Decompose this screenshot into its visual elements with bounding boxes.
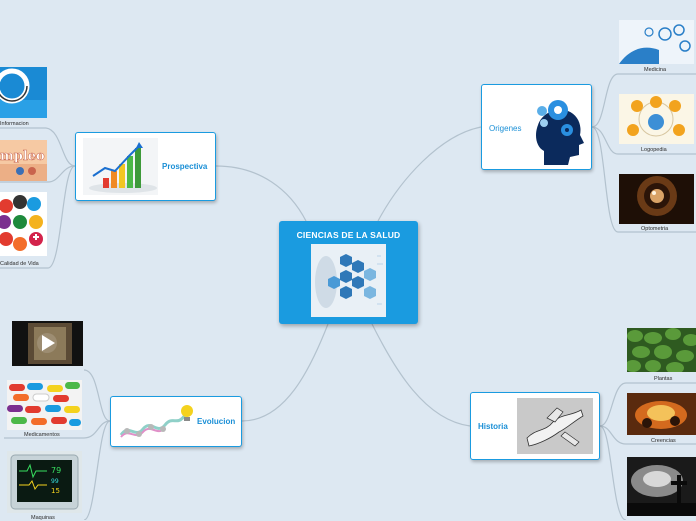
leaf-logopedia-label: Logopedia	[641, 147, 667, 153]
leaf-optometria-label: Optometria	[641, 226, 669, 232]
link-origenes-optometria	[591, 126, 619, 233]
head-gears-image	[530, 91, 585, 165]
leaf-plantas-label: Plantas	[654, 376, 673, 382]
link-prospectiva-empleo	[47, 165, 76, 183]
central-title: CIENCIAS DE LA SALUD	[296, 230, 401, 240]
branch-evolucion-label: Evolucion	[197, 417, 236, 426]
link-prospectiva-informacion	[45, 127, 76, 167]
link-evolucion-video	[83, 369, 111, 422]
svg-text:99: 99	[51, 478, 59, 485]
link-center-historia	[371, 323, 471, 427]
leaf-cross-image	[627, 457, 696, 516]
branch-historia[interactable]: Historia	[470, 392, 600, 460]
link-evolucion-medicamentos	[83, 420, 111, 439]
branch-prospectiva-label: Prospectiva	[162, 162, 208, 171]
leaf-informacion-label: Informacion	[0, 121, 29, 127]
leaf-video-thumbnail[interactable]	[12, 321, 83, 366]
link-origenes-logopedia	[591, 126, 619, 155]
link-historia-plantas	[599, 382, 627, 427]
leaf-empleo-image: mpleo	[0, 140, 47, 181]
growth-chart-image	[83, 138, 158, 195]
leaf-optometria-image	[619, 174, 694, 224]
link-center-evolucion	[241, 323, 329, 422]
leaf-creencias-image	[627, 393, 696, 435]
branch-origenes-label: Origenes	[489, 124, 522, 133]
svg-text:79: 79	[51, 466, 61, 475]
link-historia-creencias	[599, 425, 627, 445]
link-center-origenes	[377, 126, 482, 222]
leaf-medicina-label: Medicina	[644, 67, 667, 73]
leaf-medicamentos-label: Medicamentos	[24, 432, 60, 438]
leaf-informacion-image	[0, 67, 47, 118]
leaf-logopedia-image	[619, 94, 694, 144]
link-origenes-medicina	[591, 73, 619, 128]
link-historia-cross	[599, 425, 627, 520]
leaf-calidad-vida-image	[0, 192, 47, 256]
leaf-medicina-image	[619, 20, 694, 64]
leaf-maquinas-label: Maquinas	[31, 515, 55, 521]
leaf-creencias-label: Creencias	[651, 438, 676, 444]
evolution-bulb-image	[117, 401, 195, 443]
svg-text:15: 15	[51, 487, 60, 495]
central-image	[311, 244, 386, 317]
leaf-plantas-image	[627, 328, 696, 372]
branch-historia-label: Historia	[478, 422, 508, 431]
link-prospectiva-calidad	[47, 165, 76, 269]
leaf-medicamentos-image	[7, 380, 82, 430]
link-center-prospectiva	[215, 165, 307, 222]
central-node[interactable]: CIENCIAS DE LA SALUD	[279, 221, 418, 324]
branch-prospectiva[interactable]: Prospectiva	[75, 132, 216, 201]
leaf-calidad-vida-label: Calidad de Vida	[0, 261, 39, 267]
leaf-maquinas-image: 79 99 15	[7, 451, 82, 513]
svg-text:mpleo: mpleo	[0, 149, 45, 164]
branch-evolucion[interactable]: Evolucion	[110, 396, 242, 447]
link-evolucion-maquinas	[83, 420, 111, 520]
branch-origenes[interactable]: Origenes	[481, 84, 592, 170]
ancient-sketch-image	[517, 398, 593, 454]
